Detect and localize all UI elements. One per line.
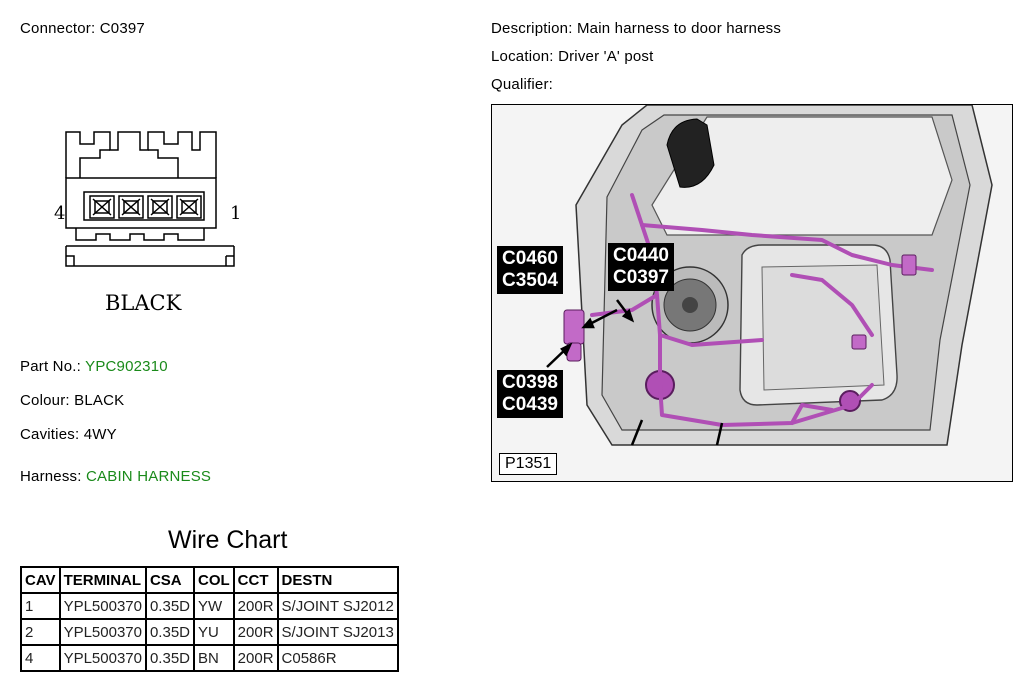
table-cell: 2 [20,618,61,646]
harness-link[interactable]: CABIN HARNESS [86,468,212,485]
connector-colour-text: BLACK [105,291,182,315]
part-line: Part No.: YPC902310 [20,358,168,375]
door-illustration-drawing [546,105,993,446]
location-label: Location: [491,48,554,65]
description-label: Description: [491,20,573,37]
table-cell: 4 [20,644,61,672]
column-header: COL [193,566,235,594]
qualifier-line: Qualifier: [491,76,553,93]
table-row: 4 YPL500370 0.35D BN 200R C0586R [20,644,399,672]
table-cell: 0.35D [144,618,196,646]
table-header-row: CAV TERMINAL CSA COL CCT DESTN [20,566,399,594]
colour-line: Colour: BLACK [20,392,124,409]
connector-face-drawing: 4 1 BLACK [54,131,241,315]
column-header: DESTN [276,566,399,594]
table-cell: 0.35D [144,592,196,620]
cavities-label: Cavities: [20,426,80,443]
table-cell: 200R [232,644,279,672]
qualifier-label: Qualifier: [491,76,554,93]
table-cell: C0586R [276,644,399,672]
table-cell: YW [193,592,235,620]
table-cell: 0.35D [144,644,196,672]
colour-label: Colour: [20,392,70,409]
column-header: TERMINAL [58,566,147,594]
table-cell: 200R [232,618,279,646]
callout-line: C0439 [502,394,558,415]
callout-line: C0397 [613,267,669,288]
column-header: CCT [232,566,279,594]
location-line: Location: Driver 'A' post [491,48,653,65]
part-number-link[interactable]: YPC902310 [85,358,168,375]
table-cell: S/JOINT SJ2012 [276,592,399,620]
table-cell: YU [193,618,235,646]
callout-c0440-c0397: C0440 C0397 [608,243,674,291]
description-line: Description: Main harness to door harnes… [491,20,781,37]
table-cell: YPL500370 [58,592,147,620]
harness-line: Harness: CABIN HARNESS [20,468,211,485]
connector-label: Connector: [20,20,96,37]
column-header: CAV [20,566,61,594]
pin-left-number: 4 [54,203,65,224]
wire-chart-title: Wire Chart [168,526,288,554]
door-harness-illustration: C0460 C3504 C0440 C0397 C0398 C0439 P135… [491,104,1013,482]
callout-line: C0460 [502,248,558,269]
table-cell: 1 [20,592,61,620]
table-cell: YPL500370 [58,618,147,646]
cavities-value: 4WY [83,426,117,443]
callout-c0398-c0439: C0398 C0439 [497,370,563,418]
table-row: 2 YPL500370 0.35D YU 200R S/JOINT SJ2013 [20,618,399,646]
callout-line: C0398 [502,372,558,393]
connector-value: C0397 [99,20,145,37]
column-header: CSA [144,566,196,594]
location-value: Driver 'A' post [558,48,654,65]
callout-c0460-c3504: C0460 C3504 [497,246,563,294]
harness-label: Harness: [20,468,82,485]
colour-value: BLACK [74,392,125,409]
pin-right-number: 1 [230,203,241,224]
connector-line: Connector: C0397 [20,20,145,37]
callout-line: C3504 [502,270,558,291]
description-value: Main harness to door harness [576,20,782,37]
table-row: 1 YPL500370 0.35D YW 200R S/JOINT SJ2012 [20,592,399,620]
table-cell: 200R [232,592,279,620]
wire-chart-table: CAV TERMINAL CSA COL CCT DESTN 1 YPL5003… [20,566,399,672]
photo-id-label: P1351 [499,453,558,475]
cavities-line: Cavities: 4WY [20,426,117,443]
callout-line: C0440 [613,245,669,266]
table-cell: S/JOINT SJ2013 [276,618,399,646]
table-cell: YPL500370 [58,644,147,672]
table-cell: BN [193,644,235,672]
part-label: Part No.: [20,358,81,375]
